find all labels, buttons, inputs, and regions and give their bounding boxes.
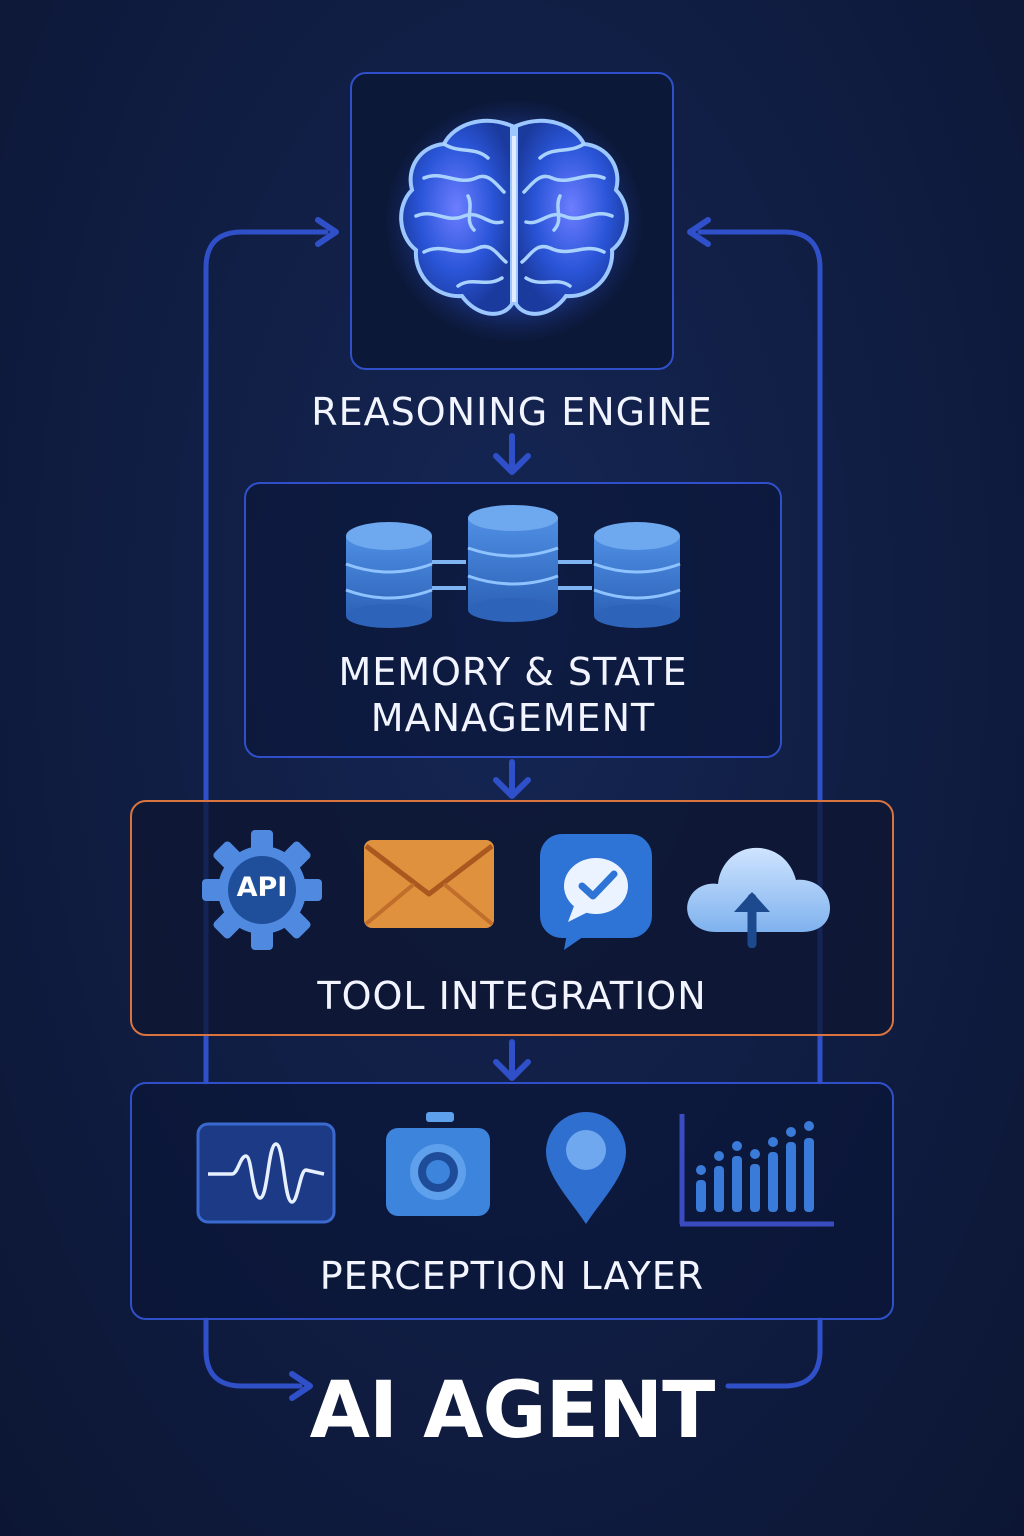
camera-icon: [386, 1112, 490, 1216]
perception-layer-box: PERCEPTION LAYER: [130, 1082, 894, 1320]
down-arrow-1: [493, 433, 531, 475]
perception-layer-label: PERCEPTION LAYER: [319, 1254, 705, 1298]
database-cylinder-2: [467, 505, 559, 622]
down-arrow-3: [493, 1039, 531, 1081]
memory-state-box: MEMORY & STATE MANAGEMENT: [244, 482, 782, 758]
memory-state-label-line1: MEMORY & STATE: [338, 650, 688, 694]
api-gear-icon: [202, 830, 322, 950]
waveform-icon: [196, 1122, 336, 1224]
reasoning-engine-box: [350, 72, 674, 370]
down-arrow-2: [493, 759, 531, 799]
bar-chart-icon: [679, 1114, 834, 1227]
memory-state-label-line2: MANAGEMENT: [370, 696, 656, 740]
api-gear-text: API: [236, 872, 288, 903]
database-cylinder-3: [593, 522, 681, 628]
database-cylinder-1: [345, 522, 433, 628]
database-icon: [345, 505, 681, 628]
tool-integration-label: TOOL INTEGRATION: [317, 974, 707, 1018]
tool-integration-box: API TOOL INTEGRATION: [130, 800, 894, 1036]
cloud-upload-icon: [687, 847, 830, 948]
chat-icon: [540, 834, 652, 950]
reasoning-engine-label: REASONING ENGINE: [311, 390, 713, 434]
location-pin-icon: [546, 1112, 626, 1224]
brain-icon: [386, 101, 642, 341]
email-icon: [364, 840, 494, 928]
page-title: AI AGENT: [309, 1366, 716, 1456]
